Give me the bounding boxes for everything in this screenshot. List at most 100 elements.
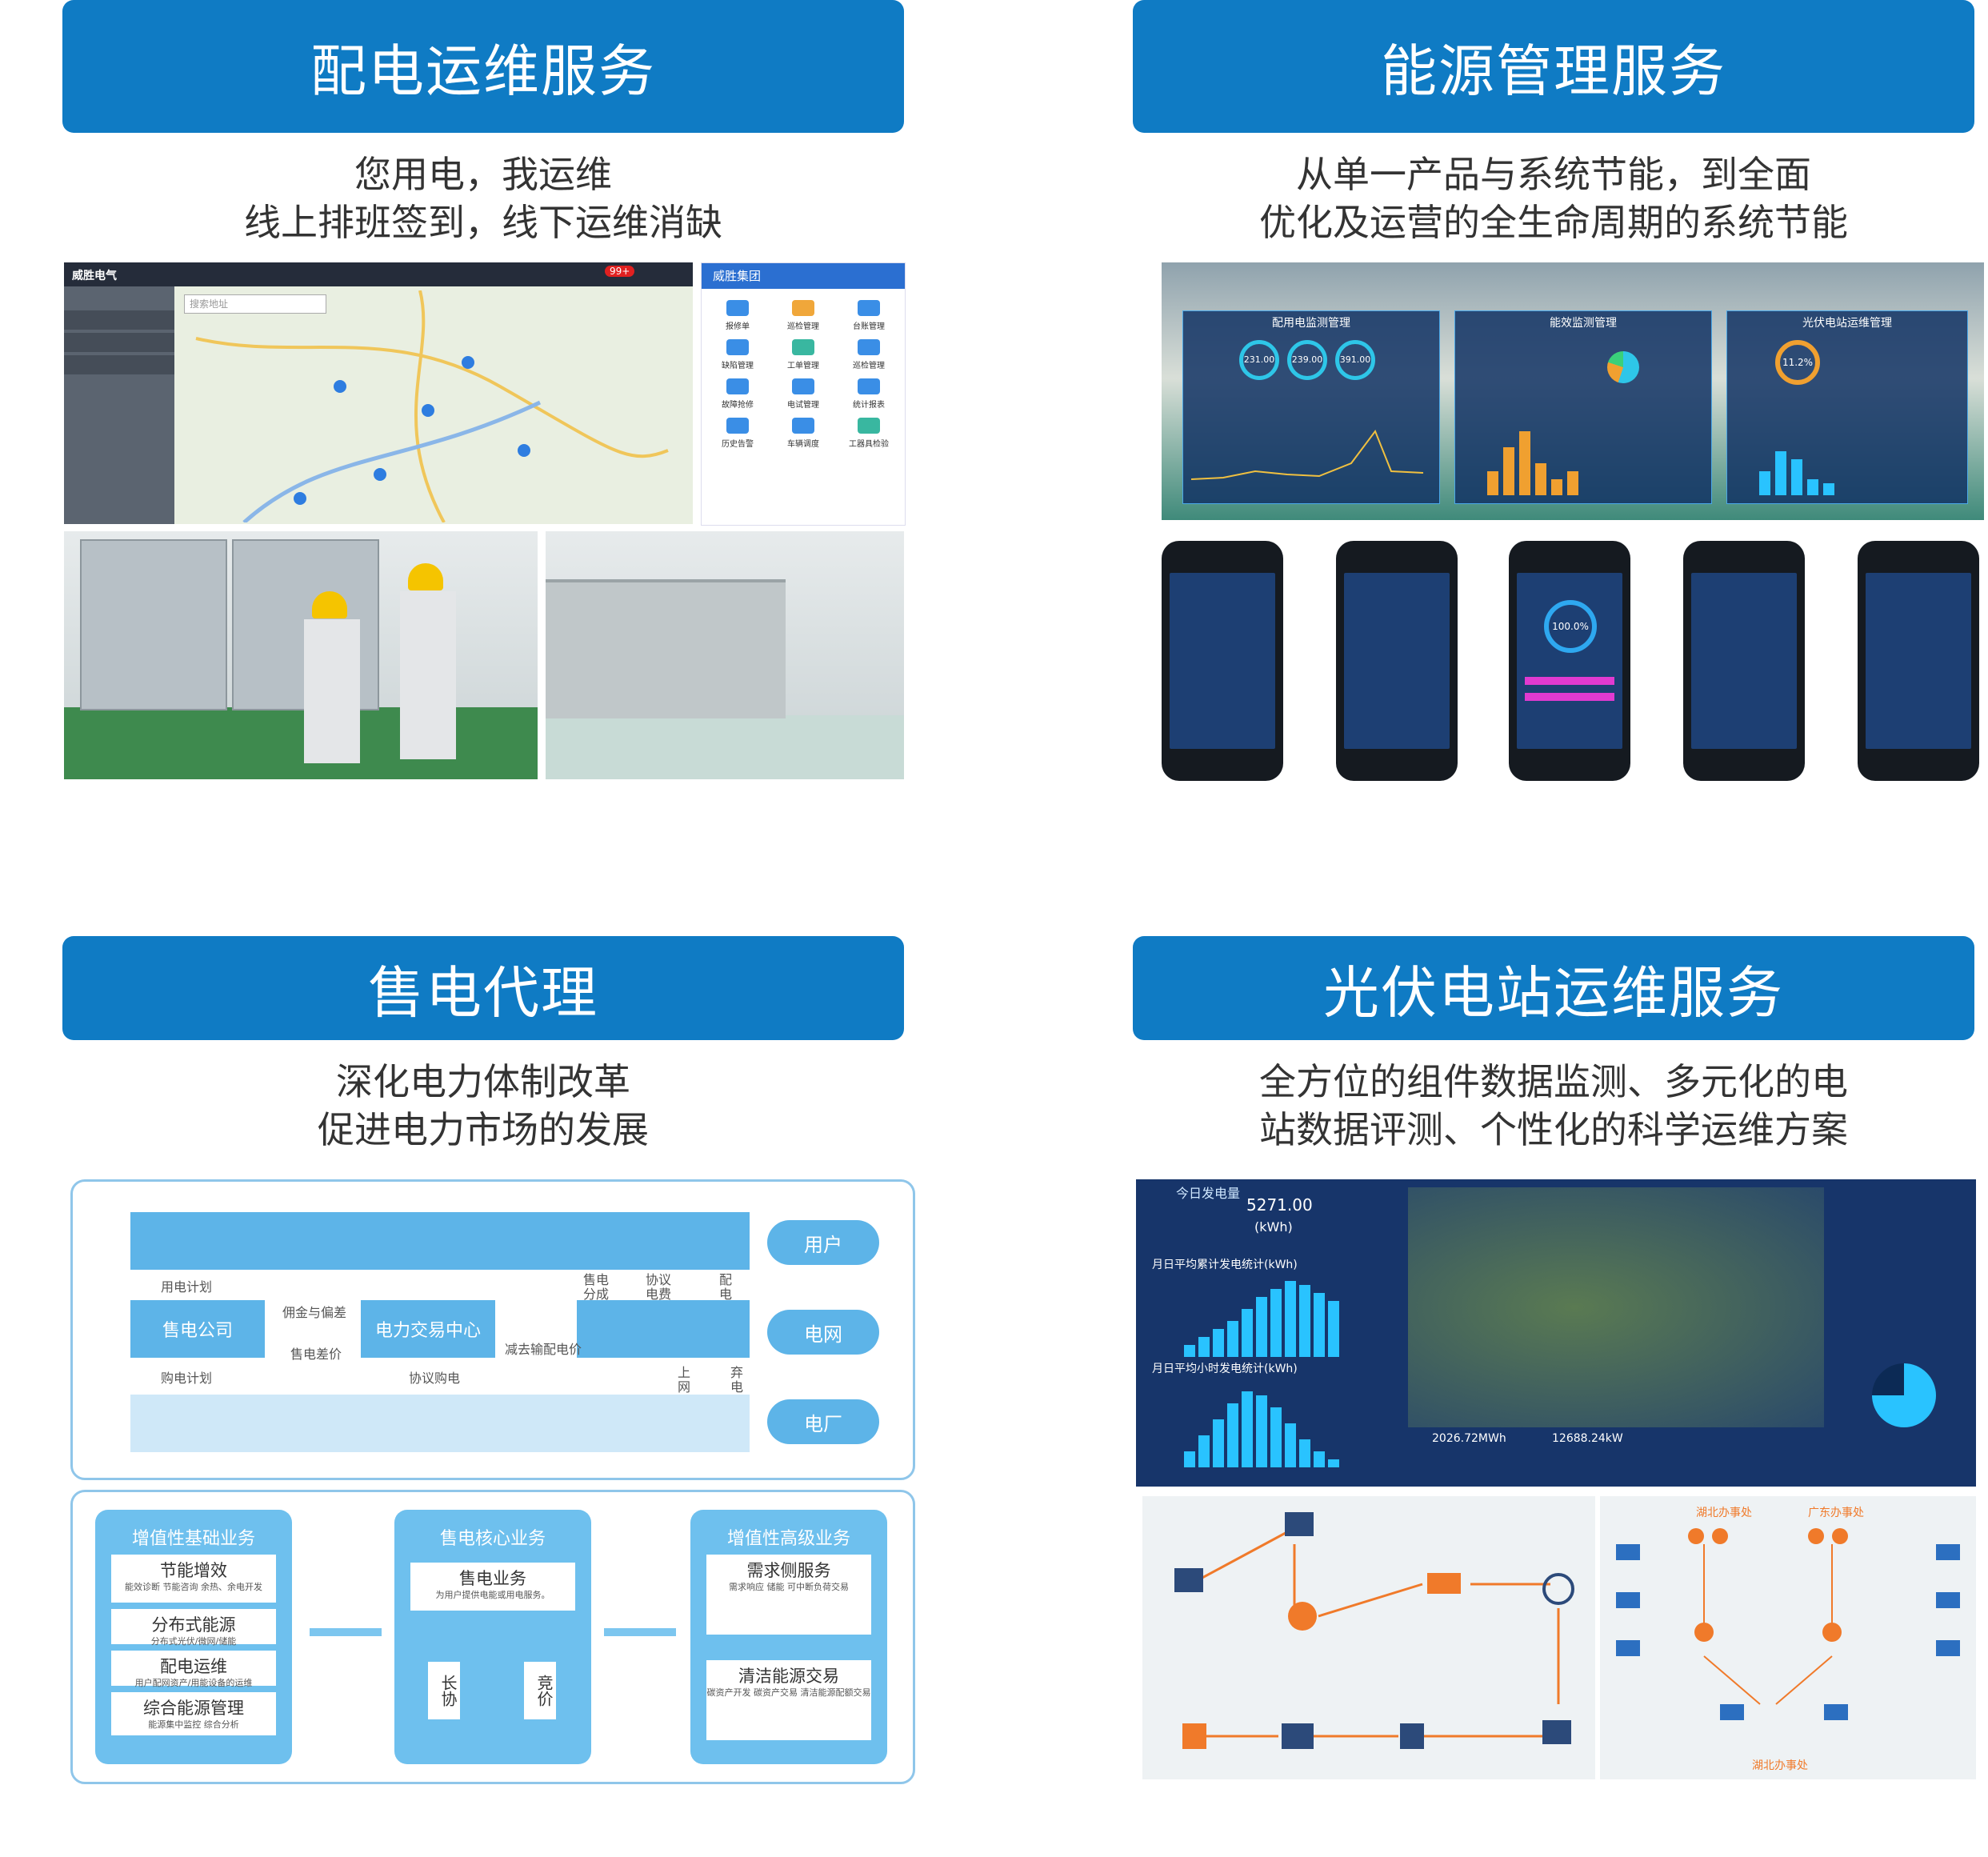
pv-title: 光伏电站运维服务 (1133, 936, 1974, 1040)
energy-subtitle-line2: 优化及运营的全生命周期的系统节能 (1259, 201, 1848, 244)
service-card: 节能增效能效诊断 节能咨询 余热、余电开发 (111, 1555, 276, 1603)
label-plan-use: 用电计划 (161, 1279, 213, 1295)
dash-panel-title: 能效监测管理 (1550, 317, 1617, 330)
arrow-left (310, 1628, 382, 1636)
service-card: 分布式能源分布式光伏/微网/储能 (111, 1609, 276, 1647)
menu-item[interactable]: 台账管理 (836, 300, 902, 331)
gauge: 391.00 (1335, 340, 1375, 380)
wall-chart1-title: 月日平均累计发电统计(kWh) (1152, 1259, 1298, 1271)
energy-subtitle: 从单一产品与系统节能，到全面 优化及运营的全生命周期的系统节能 (1133, 150, 1974, 246)
phone-mockup (1858, 541, 1979, 781)
menu-item[interactable]: 电试管理 (770, 378, 836, 410)
label-online: 上网 (678, 1365, 691, 1395)
mobile-header: 威胜集团 (702, 263, 905, 289)
notification-badge[interactable]: 99+ (605, 266, 635, 277)
app-sidebar (64, 286, 174, 524)
role-user: 用户 (767, 1220, 879, 1265)
pv-subtitle: 全方位的组件数据监测、多元化的电 站数据评测、个性化的科学运维方案 (1133, 1058, 1974, 1154)
dash-panel: 配用电监测管理 231.00 239.00 391.00 (1182, 310, 1440, 504)
wall-chart2-title: 月日平均小时发电统计(kWh) (1152, 1363, 1298, 1375)
sales-subtitle-line1: 深化电力体制改革 (336, 1060, 630, 1103)
menu-item[interactable]: 报修单 (705, 300, 770, 331)
pv-bar-chart (1759, 431, 1834, 495)
app-topbar: 威胜电气 99+ (64, 262, 693, 286)
user-band (130, 1212, 750, 1270)
office-label: 湖北办事处 (1696, 1507, 1752, 1519)
ops-subtitle-line1: 您用电，我运维 (354, 153, 612, 196)
dash-panel-title: 光伏电站运维管理 (1802, 317, 1892, 330)
label-dispatch: 配电 (719, 1272, 733, 1302)
menu-item[interactable]: 工单管理 (770, 339, 836, 370)
column-head: 增值性基础业务 (131, 1529, 255, 1549)
phone-mockup (1162, 541, 1283, 781)
role-plant: 电厂 (767, 1399, 879, 1444)
worker-helmet (408, 563, 443, 590)
pv-ring: 11.2% (1775, 340, 1820, 385)
mobile-menu-grid: 报修单 巡检管理 台账管理 缺陷管理 工单管理 巡检管理 故障抢修 电试管理 统… (702, 289, 905, 460)
label-protocol-fee: 协议电费 (646, 1272, 672, 1302)
menu-item[interactable]: 巡检管理 (770, 300, 836, 331)
service-card: 需求侧服务需求响应 储能 可中断负荷交易 (706, 1555, 871, 1635)
menu-item[interactable]: 缺陷管理 (705, 339, 770, 370)
office-network (1616, 1528, 1960, 1720)
phone-percent-ring: 100.0% (1544, 600, 1597, 653)
service-card: 配电运维用户配网资产/用能设备的运维 (111, 1651, 276, 1688)
wall-total-label: 今日发电量 (1176, 1186, 1241, 1201)
energy-title: 能源管理服务 (1133, 0, 1974, 133)
dash-bar-chart (1487, 423, 1578, 495)
menu-item[interactable]: 车辆调度 (770, 418, 836, 449)
dash-panel: 能效监测管理 (1454, 310, 1712, 504)
sales-company-box: 售电公司 (130, 1300, 265, 1358)
sales-title: 售电代理 (62, 936, 904, 1040)
plant-band (130, 1395, 750, 1452)
sidebar-item[interactable] (64, 355, 174, 374)
sidebar-item[interactable] (64, 333, 174, 352)
pv-subtitle-line2: 站数据评测、个性化的科学运维方案 (1259, 1108, 1848, 1151)
label-commission: 佣金与偏差 (282, 1305, 347, 1320)
wall-stat: 2026.72MWh (1432, 1432, 1506, 1445)
label-protocol-buy: 协议购电 (409, 1371, 461, 1386)
label-price-diff: 售电差价 (290, 1347, 342, 1362)
dash-line-chart (1191, 429, 1424, 480)
phone-mockup: 100.0% (1509, 541, 1630, 781)
branch-long-term: 长协 (428, 1662, 460, 1719)
sales-subtitle-line2: 促进电力市场的发展 (318, 1108, 649, 1151)
wall-total-value: 5271.00 (1246, 1195, 1313, 1215)
label-sell-share: 售电分成 (583, 1272, 610, 1302)
ops-subtitle-line2: 线上排班签到，线下运维消缺 (244, 201, 722, 244)
ops-title: 配电运维服务 (62, 0, 904, 133)
pv-process-diagram (1142, 1496, 1595, 1779)
map-roads (195, 290, 669, 522)
column-head: 增值性高级业务 (726, 1529, 850, 1549)
menu-item[interactable]: 巡检管理 (836, 339, 902, 370)
gauge: 239.00 (1287, 340, 1327, 380)
wall-donut (1872, 1363, 1936, 1427)
label-plan-buy: 购电计划 (161, 1371, 213, 1386)
sidebar-item[interactable] (64, 310, 174, 330)
wall-chart2 (1184, 1387, 1339, 1467)
wall-chart1 (1184, 1277, 1339, 1357)
app-logo: 威胜电气 (72, 270, 117, 282)
ops-photo-workers (64, 531, 538, 779)
service-card: 综合能源管理能源集中监控 综合分析 (111, 1692, 276, 1735)
menu-item[interactable]: 工器具检验 (836, 418, 902, 449)
menu-item[interactable]: 故障抢修 (705, 378, 770, 410)
ops-subtitle: 您用电，我运维 线上排班签到，线下运维消缺 (62, 150, 904, 246)
phone-mockup (1683, 541, 1805, 781)
market-flow-diagram: 用户 电网 电厂 售电公司 电力交易中心 用电计划 购电计划 佣金与偏差 售电差… (70, 1179, 915, 1480)
ops-desktop-screenshot: 威胜电气 99+ 搜索地址 (64, 262, 693, 524)
map-search[interactable]: 搜索地址 (184, 294, 326, 314)
office-label: 广东办事处 (1808, 1507, 1864, 1519)
pv-offices-diagram: 湖北办事处 广东办事处 湖北办事处 (1600, 1496, 1976, 1779)
role-grid: 电网 (767, 1310, 879, 1355)
service-card: 清洁能源交易碳资产开发 碳资产交易 清洁能源配额交易 (706, 1660, 871, 1740)
menu-item[interactable]: 统计报表 (836, 378, 902, 410)
wall-total-unit: (kWh) (1254, 1219, 1293, 1235)
process-flow-arrows (1174, 1512, 1574, 1749)
pv-subtitle-line1: 全方位的组件数据监测、多元化的电 (1259, 1060, 1848, 1103)
label-abandon: 弃电 (730, 1365, 744, 1395)
energy-subtitle-line1: 从单一产品与系统节能，到全面 (1296, 153, 1811, 196)
wall-stat: 12688.24kW (1552, 1432, 1623, 1445)
phone-mockup (1336, 541, 1458, 781)
menu-item[interactable]: 历史告警 (705, 418, 770, 449)
